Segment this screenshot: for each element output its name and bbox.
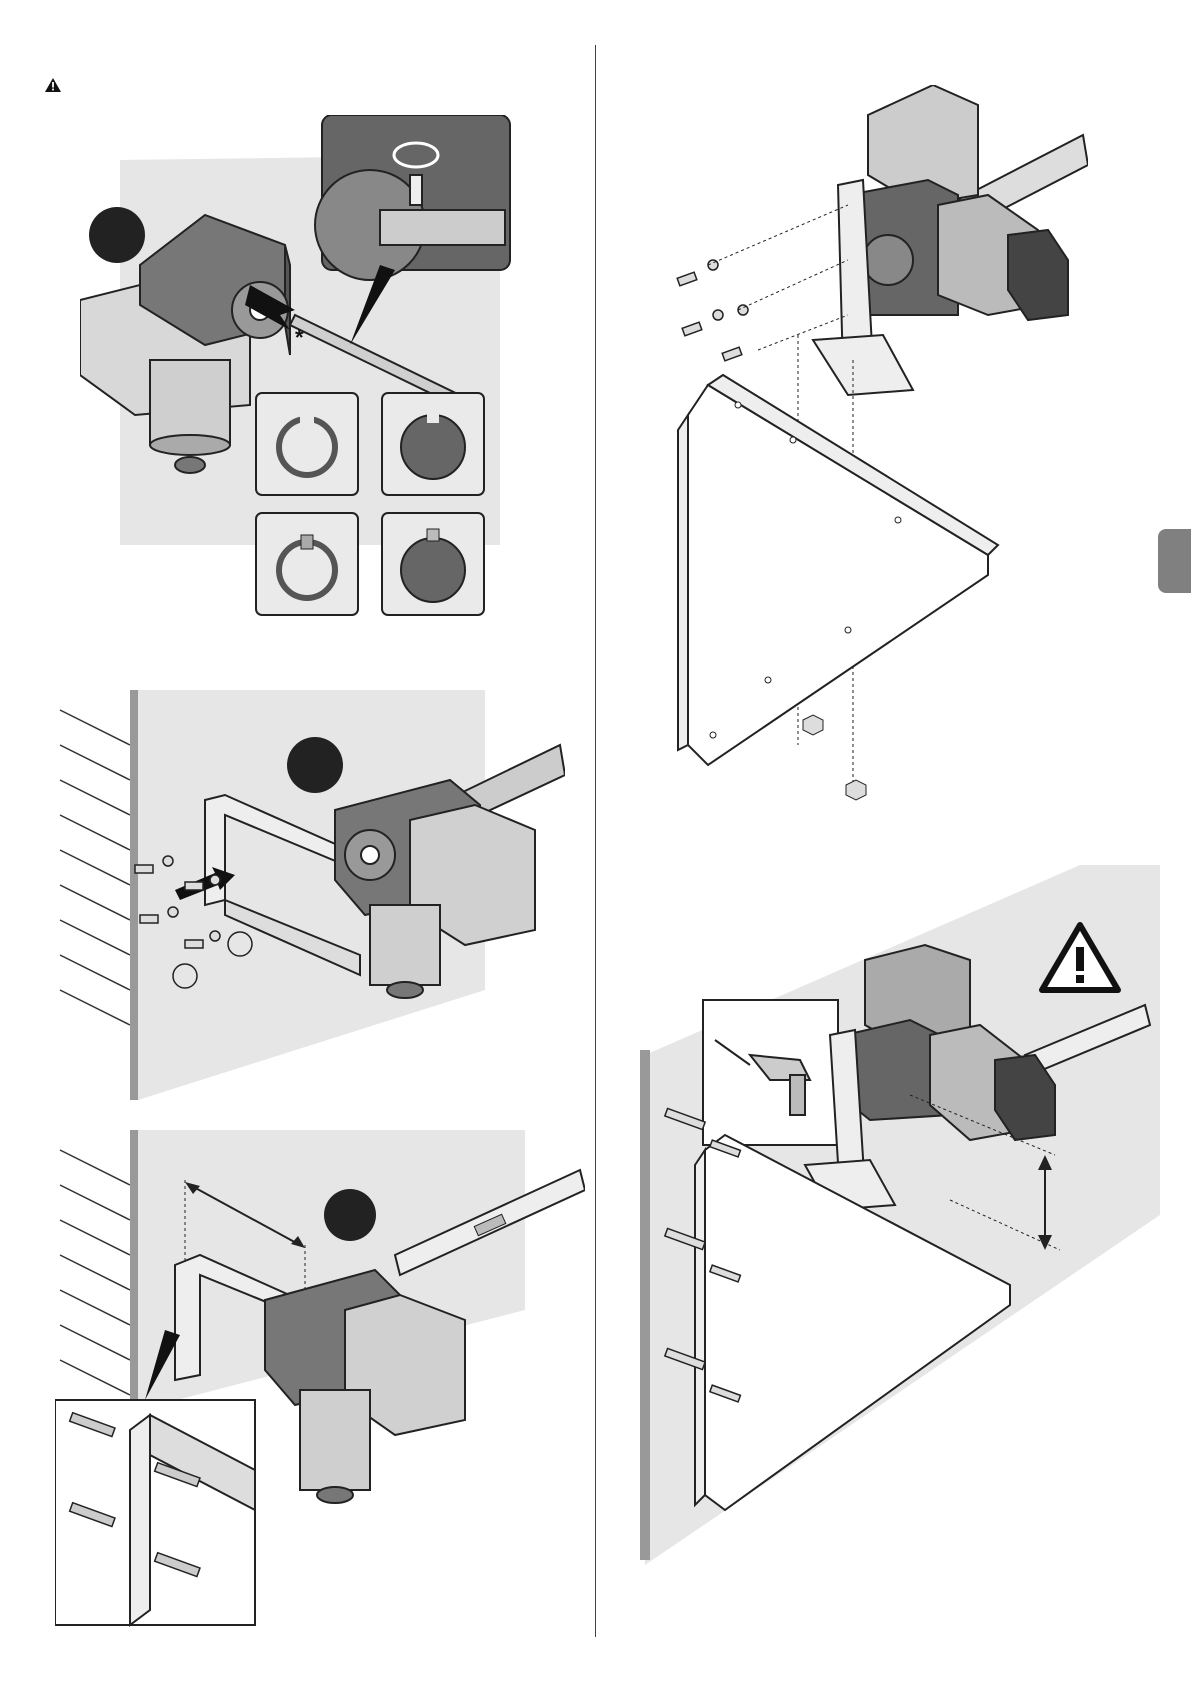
figure-bracket-mount bbox=[55, 690, 565, 1110]
step-marker bbox=[89, 207, 145, 263]
svg-text:*: * bbox=[295, 325, 304, 350]
figure-shaft-key: * bbox=[80, 115, 550, 655]
figure-wall-install bbox=[640, 865, 1160, 1565]
step-marker bbox=[287, 737, 343, 793]
section-tab bbox=[1158, 529, 1191, 593]
step-marker bbox=[324, 1189, 376, 1241]
warning-triangle-icon bbox=[44, 77, 62, 93]
figure-level-fixing bbox=[55, 1130, 585, 1630]
figure-plate-assembly bbox=[668, 85, 1088, 825]
column-divider bbox=[595, 45, 596, 1637]
